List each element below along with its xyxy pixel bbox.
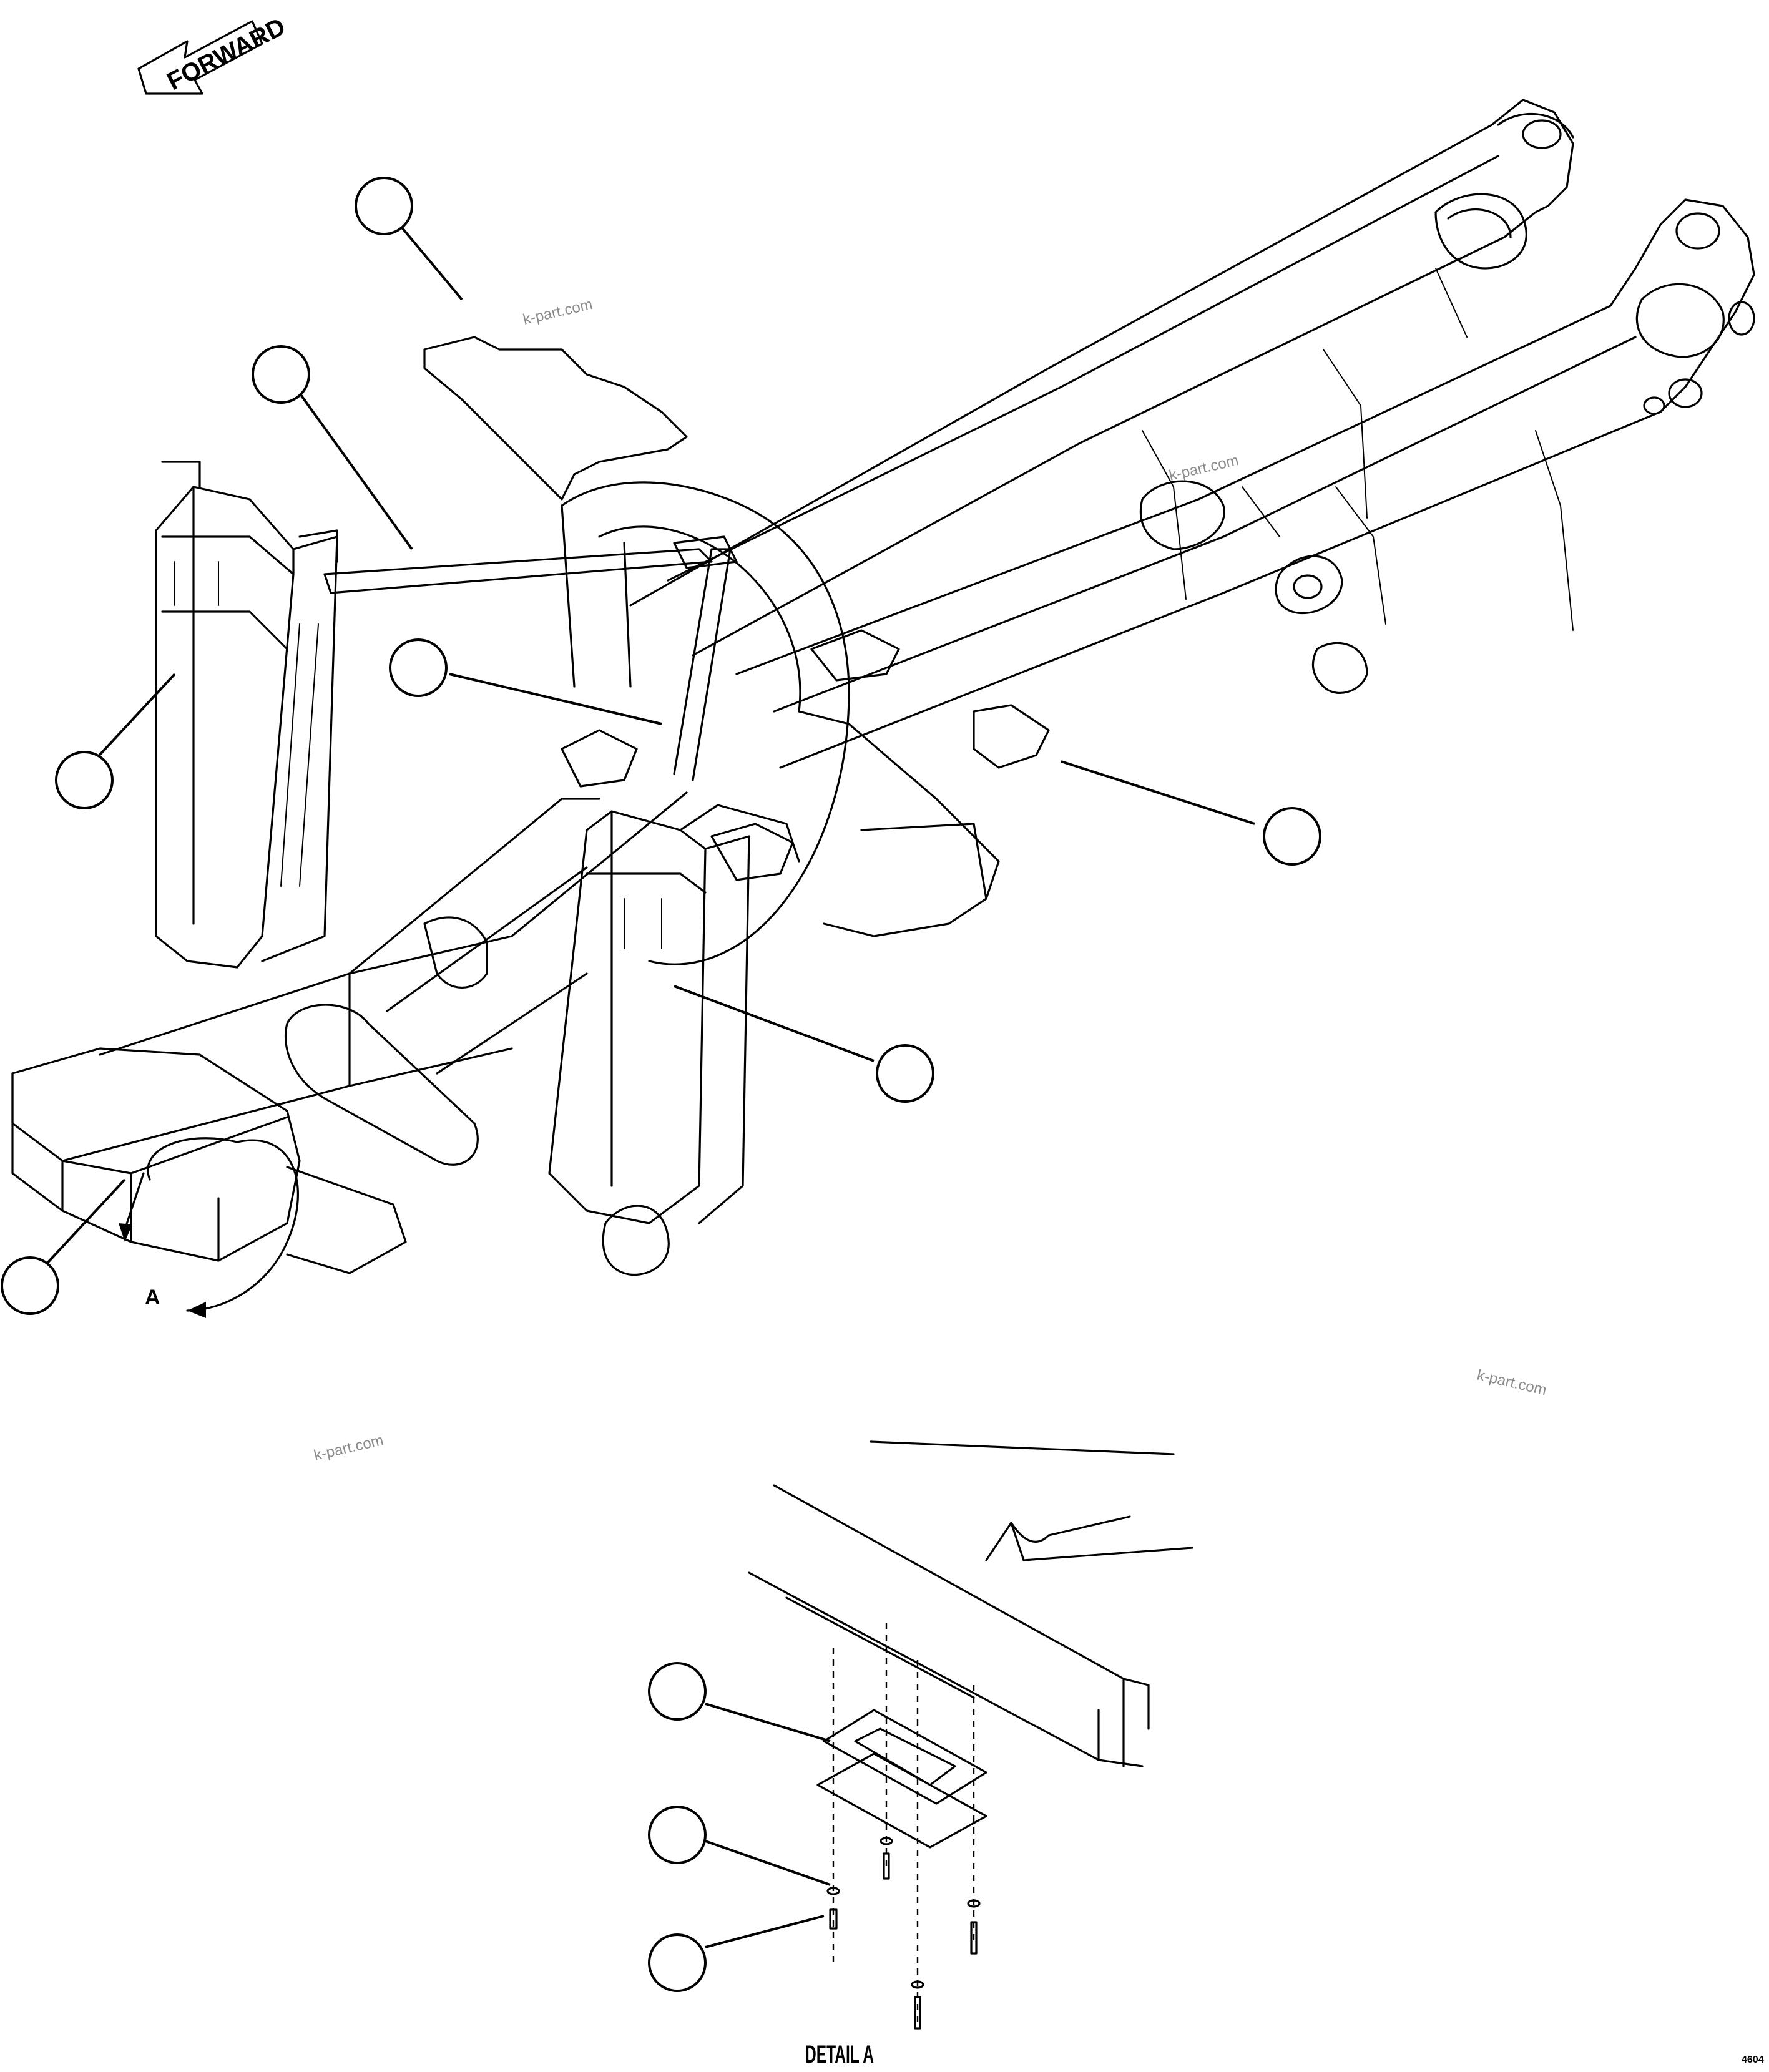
callout-balloon-detail-3: [648, 1933, 707, 1992]
callout-balloon-7: [1, 1256, 59, 1315]
watermark-4: k-part.com: [312, 1432, 385, 1464]
detail-a-marker: A: [119, 1137, 299, 1318]
callouts: [1, 177, 1321, 1992]
callout-balloon-detail-1: [648, 1662, 707, 1721]
callout-balloon-2: [252, 345, 310, 404]
callout-balloon-6: [876, 1044, 934, 1103]
detail-a-letter: A: [145, 1286, 160, 1309]
watermark-2: k-part.com: [1167, 452, 1240, 484]
callout-balloon-3: [389, 638, 448, 697]
callout-balloon-1: [355, 177, 413, 235]
detail-caption: DETAIL A: [805, 2041, 874, 2068]
callout-balloon-4: [55, 751, 114, 809]
callout-balloon-detail-2: [648, 1806, 707, 1864]
figure-code: 4604: [1742, 2055, 1764, 2065]
watermark-1: k-part.com: [521, 296, 594, 328]
forward-arrow: FORWARD: [137, 12, 290, 95]
callout-balloon-5: [1263, 807, 1321, 866]
machine-frame: [11, 99, 1755, 1276]
detail-a-drawing: DETAIL A: [748, 1440, 1193, 2068]
watermark-3: k-part.com: [1476, 1367, 1549, 1399]
forward-label: FORWARD: [163, 12, 290, 95]
